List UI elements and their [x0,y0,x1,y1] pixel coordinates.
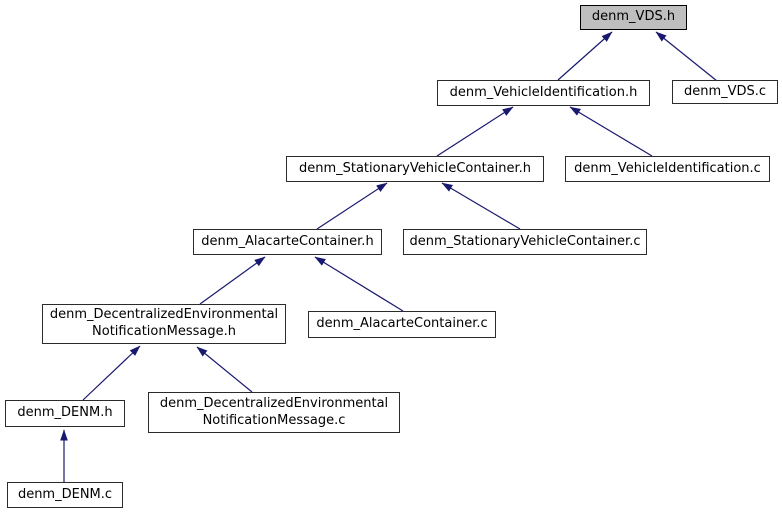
node-label: denm_DecentralizedEnvironmental Notifica… [49,307,279,339]
edge [436,106,514,157]
node-label: denm_VehicleIdentification.c [574,160,761,176]
edge [655,31,718,82]
node-denm-vds-h[interactable]: denm_VDS.h [580,5,687,30]
edge [314,256,404,312]
node-label: denm_AlacarteContainer.h [201,233,374,249]
edge [569,106,653,157]
node-denm-vehicleidentification-c[interactable]: denm_VehicleIdentification.c [565,156,770,182]
node-denm-decentralizedenvironmentalnotificationmessage-c[interactable]: denm_DecentralizedEnvironmental Notifica… [148,392,400,433]
edge [199,256,266,305]
node-denm-vds-c[interactable]: denm_VDS.c [672,80,778,104]
node-label: denm_StationaryVehicleContainer.c [409,233,641,249]
node-denm-decentralizedenvironmentalnotificationmessage-h[interactable]: denm_DecentralizedEnvironmental Notifica… [42,304,286,344]
edge [196,346,253,393]
node-label: denm_VDS.c [683,83,767,99]
node-denm-vehicleidentification-h[interactable]: denm_VehicleIdentification.h [437,80,650,106]
edge [82,345,141,401]
node-denm-denm-h[interactable]: denm_DENM.h [5,400,125,427]
node-label: denm_StationaryVehicleContainer.h [298,160,532,176]
node-denm-denm-c[interactable]: denm_DENM.c [7,482,123,508]
node-denm-stationaryvehiclecontainer-h[interactable]: denm_StationaryVehicleContainer.h [286,156,544,182]
node-denm-alacartecontainer-h[interactable]: denm_AlacarteContainer.h [193,229,382,255]
node-label: denm_VDS.h [591,9,676,25]
edge [316,182,388,230]
edge [441,182,521,230]
node-label: denm_VehicleIdentification.h [449,84,638,100]
node-label: denm_DecentralizedEnvironmental Notifica… [159,395,389,428]
edge [557,31,613,81]
node-label: denm_AlacarteContainer.c [316,316,488,332]
node-denm-stationaryvehiclecontainer-c[interactable]: denm_StationaryVehicleContainer.c [403,229,647,255]
node-label: denm_DENM.c [17,486,113,502]
node-label: denm_DENM.h [17,405,113,421]
node-denm-alacartecontainer-c[interactable]: denm_AlacarteContainer.c [308,311,496,338]
edge-group [60,31,718,482]
